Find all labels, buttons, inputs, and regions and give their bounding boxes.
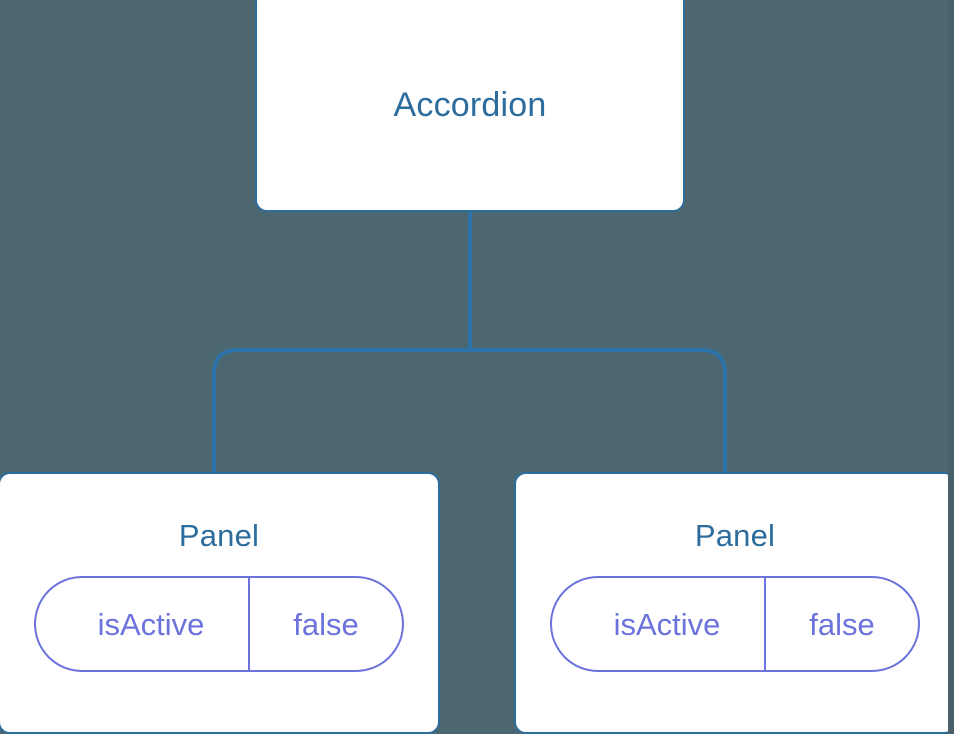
node-panel-1-prop-pill[interactable]: isActive false <box>550 576 920 672</box>
canvas-edge-strip <box>948 0 954 734</box>
node-accordion-label: Accordion <box>393 86 547 124</box>
edge-split-bar <box>212 348 727 472</box>
node-accordion[interactable]: Accordion <box>255 0 685 212</box>
node-panel-1-prop-key: isActive <box>613 606 721 642</box>
node-panel-0-prop-value: false <box>248 578 402 670</box>
node-panel-1-prop-value: false <box>764 578 918 670</box>
node-panel-0-label: Panel <box>178 518 260 553</box>
node-panel-1-label: Panel <box>694 518 776 553</box>
node-panel-0-prop-key: isActive <box>97 606 205 642</box>
node-panel-1[interactable]: Panel isActive false <box>514 472 954 734</box>
node-panel-0-prop-pill[interactable]: isActive false <box>34 576 404 672</box>
node-panel-0[interactable]: Panel isActive false <box>0 472 440 734</box>
